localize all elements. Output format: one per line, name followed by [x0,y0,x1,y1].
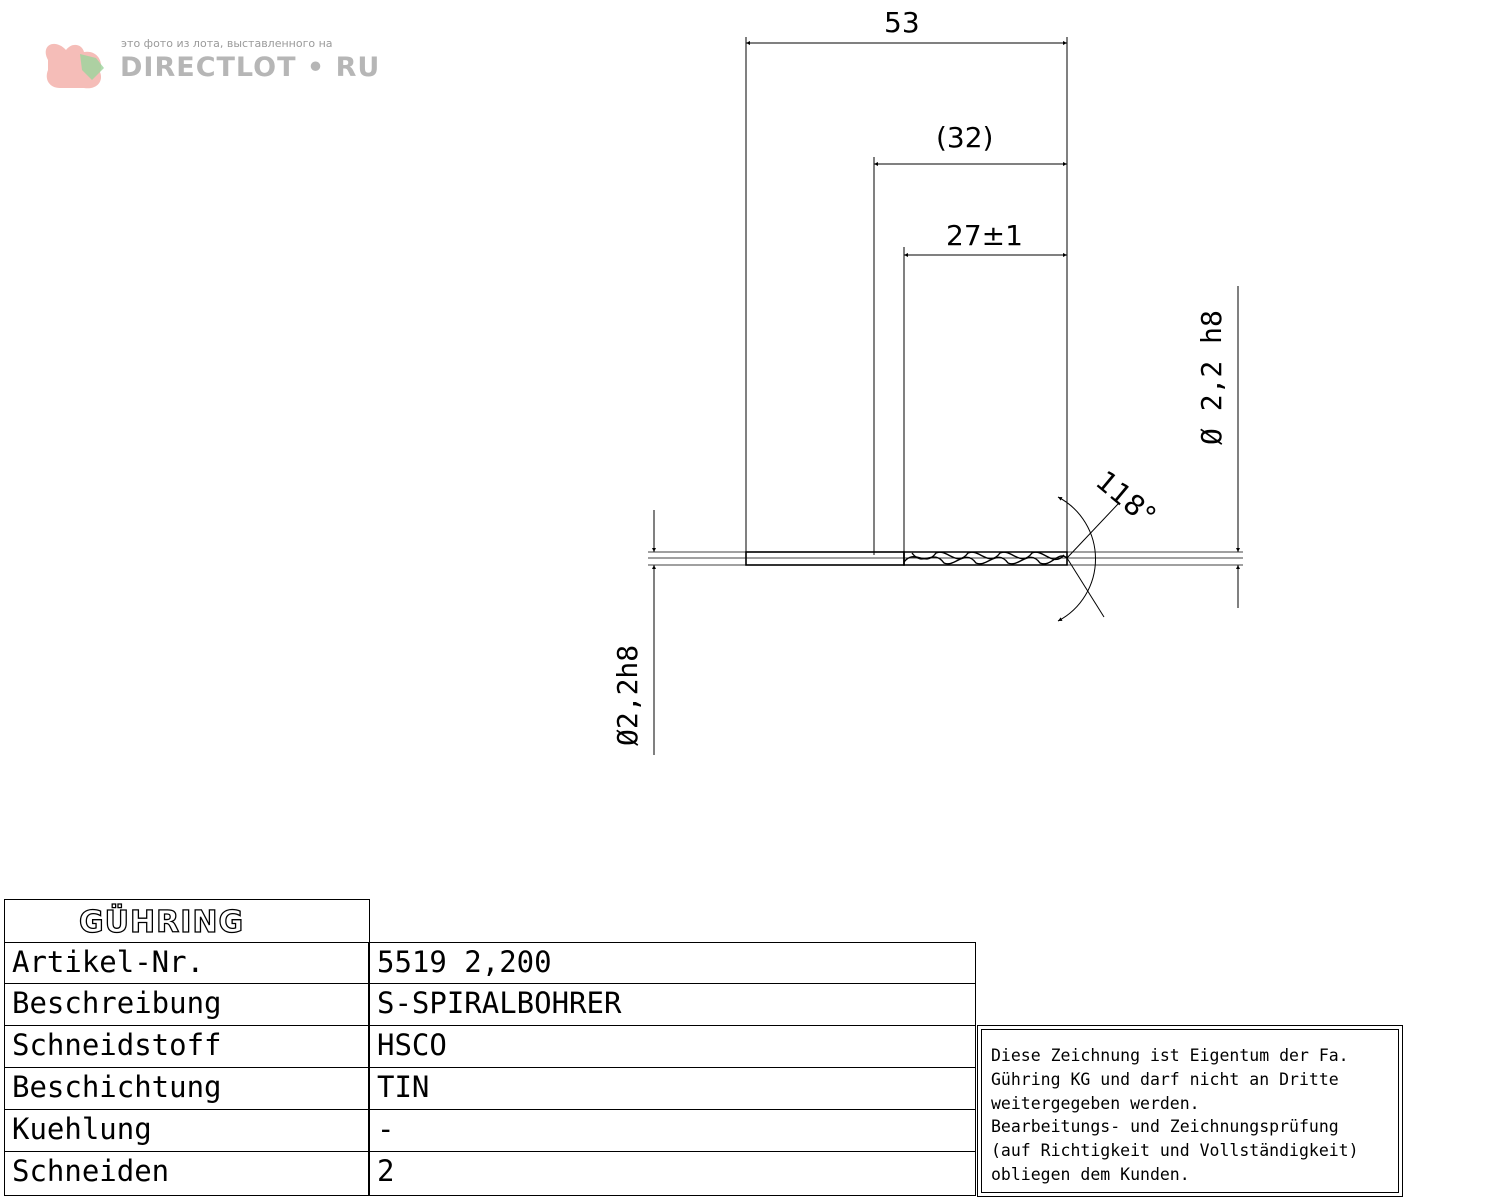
drill-helix [903,551,1065,563]
spec-label-material: Schneidstoff [12,1028,222,1062]
extension-lines [745,37,1068,555]
spec-label-coating: Beschichtung [12,1070,222,1104]
dimension-lines [746,41,1067,257]
notice-frame: Diese Zeichnung ist Eigentum der Fa. Güh… [981,1029,1399,1193]
guhring-logo-text: GÜHRING [79,903,244,940]
drill-body [648,551,1243,566]
notice-line-1: Diese Zeichnung ist Eigentum der Fa. [991,1046,1349,1065]
notice-line-4: Bearbeitungs- und Zeichnungsprüfung [991,1117,1339,1136]
spec-value-description: S-SPIRALBOHRER [377,986,622,1020]
guhring-logo: GÜHRING [78,902,244,940]
dim-diameter-left: Ø2,2h8 [611,645,644,746]
notice-line-6: obliegen dem Kunden. [991,1165,1190,1184]
spec-row-cutting-edges: Schneiden 2 [4,1152,976,1196]
notice-line-2: Gühring KG und darf nicht an Dritte [991,1070,1339,1089]
spec-row-cooling: Kuehlung - [4,1110,976,1152]
dim-shank-length: (32) [936,121,993,154]
point-angle-dimension [1057,496,1119,622]
dim-diameter-right: Ø 2,2 h8 [1195,310,1228,445]
spec-label-description: Beschreibung [12,986,222,1020]
spec-value-coating: TIN [377,1070,430,1104]
dim-overall-length: 53 [884,6,920,39]
spec-value-cutting-edges: 2 [377,1154,395,1188]
spec-label-cooling: Kuehlung [12,1112,152,1146]
watermark-caption: это фото из лота, выставленного на [121,37,333,50]
drill-shank [745,551,905,566]
spec-row-article: Artikel-Nr. 5519 2,200 [4,942,976,985]
spec-label-cutting-edges: Schneiden [12,1154,170,1188]
spec-row-coating: Beschichtung TIN [4,1068,976,1110]
spec-value-cooling: - [377,1112,395,1146]
spec-row-material: Schneidstoff HSCO [4,1026,976,1068]
watermark: это фото из лота, выставленного на DIREC… [45,37,380,89]
logo-cell: GÜHRING [4,899,370,942]
spec-value-material: HSCO [377,1028,447,1062]
watermark-brand: DIRECTLOT • RU [120,52,380,83]
ownership-notice: Diese Zeichnung ist Eigentum der Fa. Güh… [977,1025,1403,1197]
spec-value-article: 5519 2,200 [377,945,552,979]
spec-label-article: Artikel-Nr. [12,945,205,979]
notice-line-3: weitergegeben werden. [991,1094,1200,1113]
drill-flutes [903,551,1068,566]
spec-row-description: Beschreibung S-SPIRALBOHRER [4,984,976,1026]
dim-flute-length: 27±1 [946,219,1023,252]
notice-line-5: (auf Richtigkeit und Vollständigkeit) [991,1141,1359,1160]
squirrel-logo-icon [45,43,104,89]
